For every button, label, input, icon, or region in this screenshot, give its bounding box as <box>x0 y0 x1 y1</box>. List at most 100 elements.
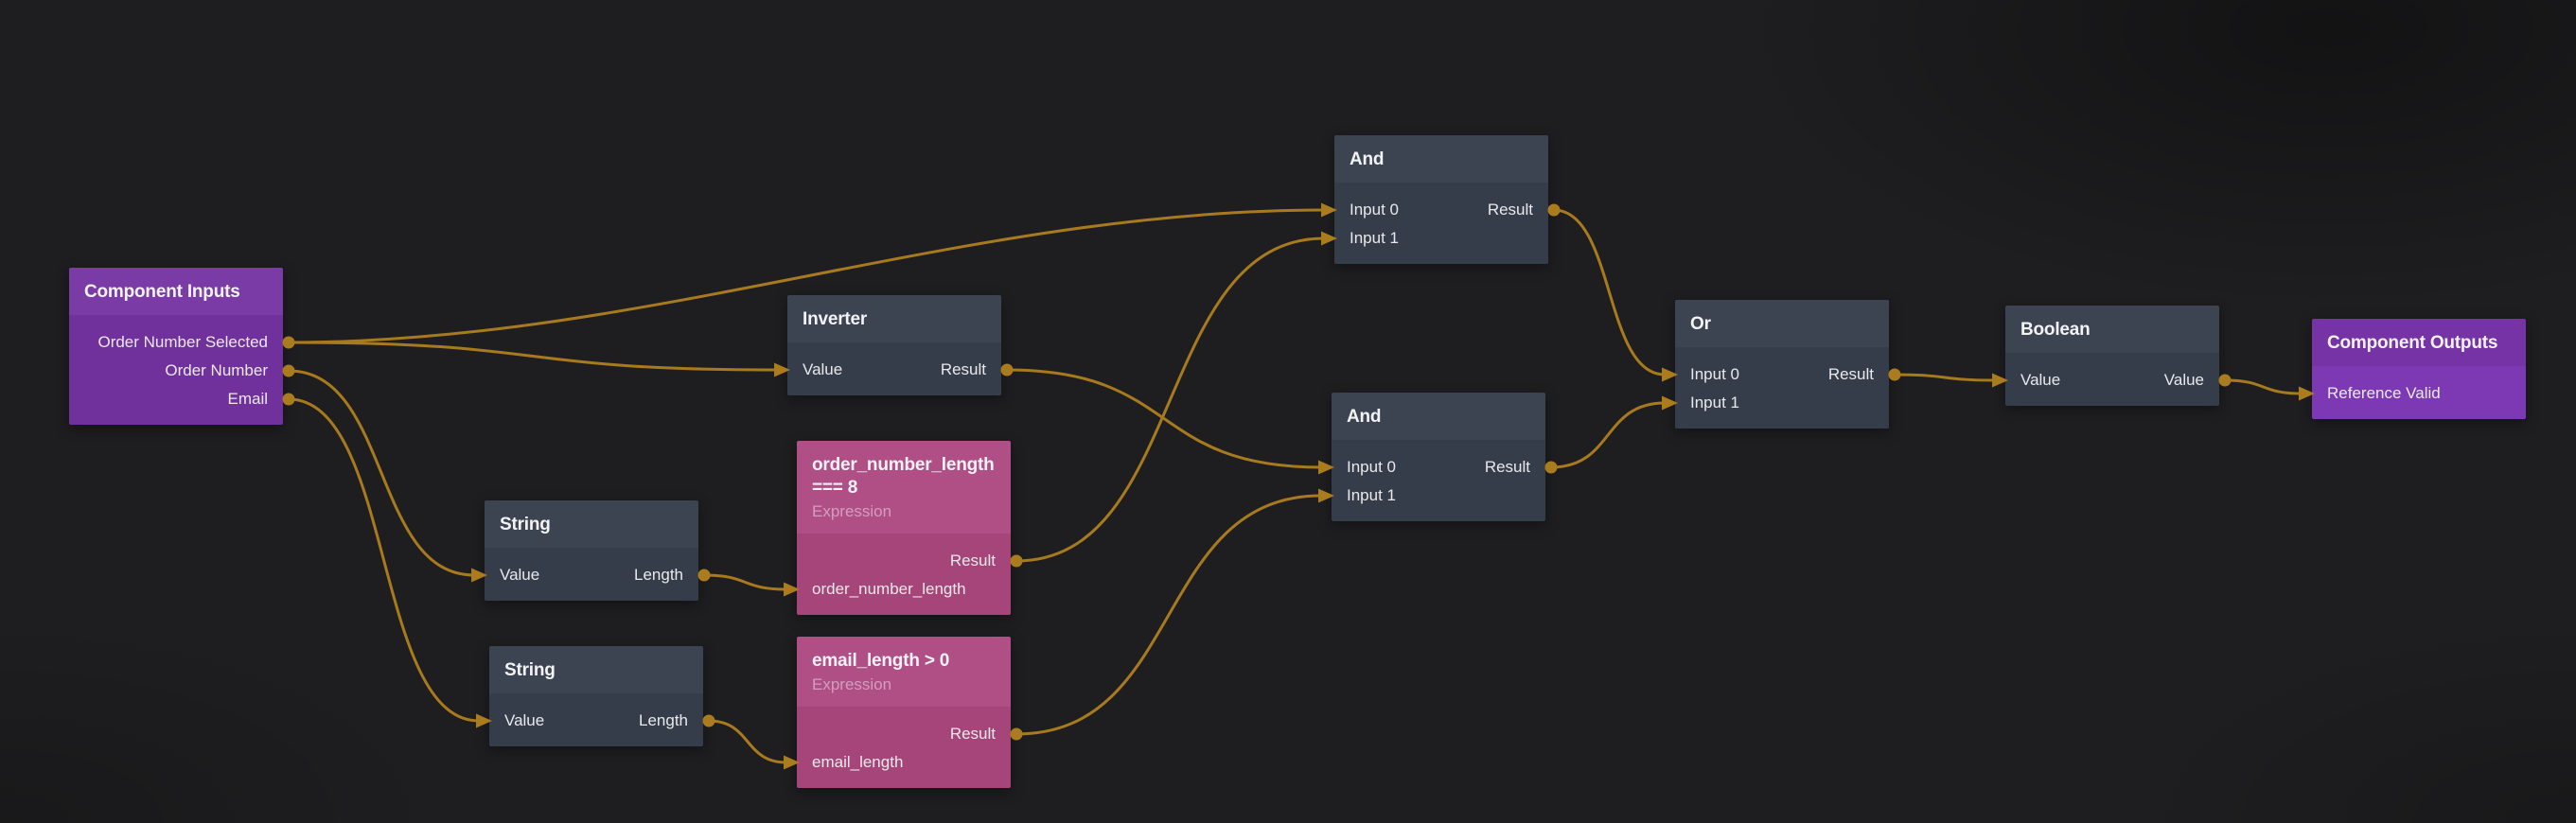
node-body: Value Length <box>489 693 703 746</box>
node-and-2[interactable]: And Input 0 Result Input 1 <box>1332 393 1545 521</box>
port-row: Email <box>69 385 283 413</box>
output-port-dot-icon <box>1000 363 1014 376</box>
port-row: Order Number Selected <box>69 328 283 357</box>
node-component-outputs[interactable]: Component Outputs Reference Valid <box>2312 319 2526 419</box>
node-title: Or <box>1690 314 1711 334</box>
input-port-input1[interactable]: Input 1 <box>1350 229 1399 247</box>
input-port-value[interactable]: Value <box>500 566 540 584</box>
port-row: Value Value <box>2005 366 2219 394</box>
output-port-dot-icon <box>1010 727 1023 741</box>
input-port-order-number-length[interactable]: order_number_length <box>812 580 966 598</box>
node-component-inputs[interactable]: Component Inputs Order Number Selected O… <box>69 268 283 425</box>
node-title: Component Outputs <box>2327 333 2498 353</box>
node-string-2[interactable]: String Value Length <box>489 646 703 746</box>
node-title: Inverter <box>803 309 868 329</box>
node-header: email_length > 0 Expression <box>797 637 1011 707</box>
wire <box>1552 208 1667 376</box>
output-port-dot-icon <box>2218 374 2232 387</box>
input-port-value[interactable]: Value <box>2020 371 2061 389</box>
output-port-order-number[interactable]: Order Number <box>165 361 268 379</box>
wire <box>1015 494 1323 736</box>
input-port-reference-valid[interactable]: Reference Valid <box>2327 384 2441 402</box>
input-port-input0[interactable]: Input 0 <box>1347 458 1396 476</box>
port-row: Input 0 Result <box>1334 196 1548 224</box>
wire <box>1005 368 1323 469</box>
node-body: Result order_number_length <box>797 534 1011 615</box>
node-header: And <box>1334 135 1548 183</box>
node-title: String <box>504 660 556 680</box>
port-row: Value Length <box>489 707 703 735</box>
wire <box>2223 378 2303 395</box>
node-title: email_length > 0 <box>812 651 950 671</box>
input-port-value[interactable]: Value <box>803 360 843 378</box>
node-title: String <box>500 515 551 534</box>
input-port-input1[interactable]: Input 1 <box>1347 486 1396 504</box>
wire <box>287 369 476 577</box>
node-or[interactable]: Or Input 0 Result Input 1 <box>1675 300 1889 429</box>
input-port-value[interactable]: Value <box>504 711 545 729</box>
node-expression-order-number-length[interactable]: order_number_length === 8 Expression Res… <box>797 441 1011 615</box>
port-row: Reference Valid <box>2312 379 2526 408</box>
node-subtitle: Expression <box>812 502 892 520</box>
output-port-length[interactable]: Length <box>639 711 688 729</box>
port-row: Input 1 <box>1675 389 1889 417</box>
node-title: And <box>1347 407 1382 427</box>
node-subtitle: Expression <box>812 675 892 693</box>
node-body: Input 0 Result Input 1 <box>1675 347 1889 429</box>
input-port-email-length[interactable]: email_length <box>812 753 904 771</box>
output-port-result[interactable]: Result <box>1487 201 1533 219</box>
output-port-dot-icon <box>282 364 295 377</box>
node-body: Result email_length <box>797 707 1011 788</box>
input-port-input1[interactable]: Input 1 <box>1690 394 1739 412</box>
wire <box>287 341 779 372</box>
port-row: Input 0 Result <box>1332 453 1545 482</box>
wire <box>1015 236 1326 563</box>
output-port-value[interactable]: Value <box>2163 371 2204 389</box>
node-body: Order Number Selected Order Number Email <box>69 315 283 425</box>
port-row: Input 1 <box>1332 482 1545 510</box>
output-port-length[interactable]: Length <box>634 566 683 584</box>
output-port-dot-icon <box>702 714 715 727</box>
port-row: Order Number <box>69 357 283 385</box>
node-header: And <box>1332 393 1545 440</box>
node-header: Boolean <box>2005 306 2219 353</box>
output-port-dot-icon <box>282 393 295 406</box>
node-body: Value Result <box>787 342 1001 395</box>
port-row: Input 0 Result <box>1675 360 1889 389</box>
wire <box>287 397 481 723</box>
input-port-input0[interactable]: Input 0 <box>1690 365 1739 383</box>
port-row: Input 1 <box>1334 224 1548 253</box>
output-port-dot-icon <box>1888 368 1901 381</box>
node-body: Reference Valid <box>2312 366 2526 419</box>
output-port-result[interactable]: Result <box>940 360 986 378</box>
output-port-email[interactable]: Email <box>227 390 268 408</box>
wire <box>1893 373 1997 382</box>
input-port-input0[interactable]: Input 0 <box>1350 201 1399 219</box>
output-port-result[interactable]: Result <box>949 552 996 569</box>
port-row: Value Length <box>485 561 698 589</box>
node-title: Boolean <box>2020 320 2091 340</box>
output-port-result[interactable]: Result <box>1484 458 1530 476</box>
node-header: String <box>485 500 698 548</box>
node-boolean[interactable]: Boolean Value Value <box>2005 306 2219 406</box>
node-string-1[interactable]: String Value Length <box>485 500 698 601</box>
output-port-dot-icon <box>1547 203 1561 217</box>
output-port-dot-icon <box>1010 554 1023 568</box>
node-body: Input 0 Result Input 1 <box>1332 440 1545 521</box>
port-row: Result <box>797 720 1011 748</box>
node-expression-email-length[interactable]: email_length > 0 Expression Result email… <box>797 637 1011 788</box>
node-and-1[interactable]: And Input 0 Result Input 1 <box>1334 135 1548 264</box>
output-port-result[interactable]: Result <box>1827 365 1874 383</box>
node-header: Component Outputs <box>2312 319 2526 366</box>
port-row: order_number_length <box>797 575 1011 604</box>
output-port-dot-icon <box>1544 461 1558 474</box>
node-body: Value Value <box>2005 353 2219 406</box>
output-port-result[interactable]: Result <box>949 725 996 743</box>
node-body: Input 0 Result Input 1 <box>1334 183 1548 264</box>
node-title: Component Inputs <box>84 282 240 302</box>
output-port-order-number-selected[interactable]: Order Number Selected <box>97 333 268 351</box>
node-inverter[interactable]: Inverter Value Result <box>787 295 1001 395</box>
output-port-dot-icon <box>697 569 711 582</box>
